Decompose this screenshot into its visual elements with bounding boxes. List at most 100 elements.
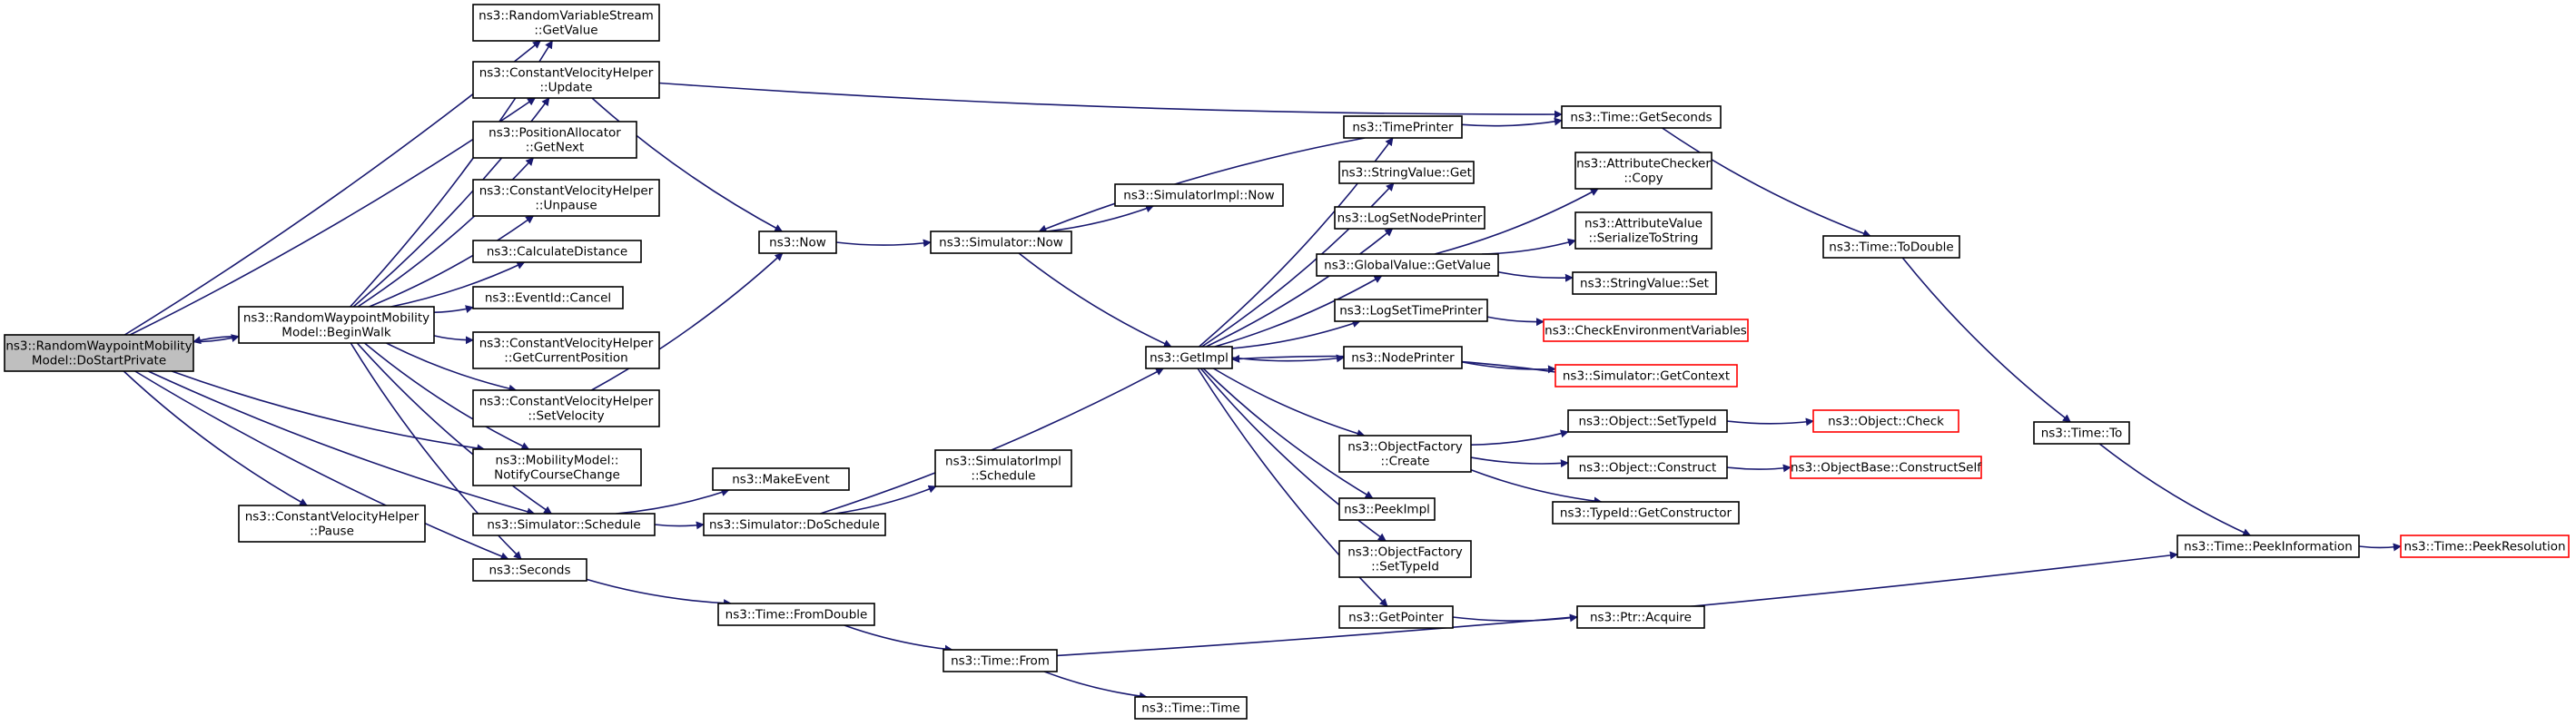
node-box-of-settypeid[interactable] (1338, 540, 1472, 578)
node-box-calcdist[interactable] (472, 240, 642, 263)
node-time-peekinfo[interactable]: ns3::Time::PeekInformation (2176, 535, 2360, 558)
node-ptr-acquire[interactable]: ns3::Ptr::Acquire (1576, 605, 1705, 629)
node-box-ptr-acquire[interactable] (1576, 605, 1705, 629)
node-box-seconds[interactable] (472, 558, 587, 582)
node-sim-getcontext[interactable]: ns3::Simulator::GetContext (1554, 364, 1738, 388)
node-box-obj-construct[interactable] (1567, 456, 1728, 479)
node-av-serialize[interactable]: ns3::AttributeValue::SerializeToString (1574, 211, 1712, 250)
node-stringvalue-set[interactable]: ns3::StringValue::Set (1572, 271, 1717, 295)
node-checkenv[interactable]: ns3::CheckEnvironmentVariables (1543, 319, 1749, 342)
node-box-time-to[interactable] (2033, 421, 2130, 445)
node-time-to[interactable]: ns3::Time::To (2033, 421, 2130, 445)
node-box-sim-schedule[interactable] (472, 513, 656, 536)
node-time-todouble[interactable]: ns3::Time::ToDouble (1822, 235, 1960, 259)
node-box-stringvalue-get[interactable] (1338, 161, 1475, 184)
node-box-getpointer[interactable] (1338, 605, 1454, 629)
node-box-time-peekres[interactable] (2400, 535, 2570, 558)
node-box-simimpl-now[interactable] (1114, 183, 1284, 207)
node-time-from[interactable]: ns3::Time::From (943, 649, 1058, 672)
node-obj-settypeid[interactable]: ns3::Object::SetTypeId (1567, 409, 1728, 433)
node-box-mm-notify[interactable] (472, 448, 642, 486)
node-time-getseconds[interactable]: ns3::Time::GetSeconds (1561, 105, 1722, 129)
node-box-gv-getvalue[interactable] (1316, 253, 1499, 277)
node-getpointer[interactable]: ns3::GetPointer (1338, 605, 1454, 629)
node-sim-schedule[interactable]: ns3::Simulator::Schedule (472, 513, 656, 536)
node-of-create[interactable]: ns3::ObjectFactory::Create (1338, 435, 1472, 473)
node-makeevent[interactable]: ns3::MakeEvent (712, 467, 850, 491)
node-box-cvh-pause[interactable] (238, 505, 426, 543)
node-root[interactable]: ns3::RandomWaypointMobilityModel::DoStar… (4, 334, 194, 372)
node-simimpl-now[interactable]: ns3::SimulatorImpl::Now (1114, 183, 1284, 207)
node-box-timeprinter[interactable] (1343, 115, 1463, 139)
node-box-av-serialize[interactable] (1574, 211, 1712, 250)
node-box-sim-doschedule[interactable] (703, 513, 886, 536)
node-stringvalue-get[interactable]: ns3::StringValue::Get (1338, 161, 1475, 184)
node-fromdouble[interactable]: ns3::Time::FromDouble (717, 603, 875, 626)
node-box-simimpl-schedule[interactable] (934, 449, 1072, 487)
node-time-peekres[interactable]: ns3::Time::PeekResolution (2400, 535, 2570, 558)
node-typeid-getctor[interactable]: ns3::TypeId::GetConstructor (1552, 501, 1740, 525)
node-of-settypeid[interactable]: ns3::ObjectFactory::SetTypeId (1338, 540, 1472, 578)
node-ac-copy[interactable]: ns3::AttributeChecker::Copy (1574, 152, 1712, 190)
node-box-time-from[interactable] (943, 649, 1058, 672)
node-obj-check[interactable]: ns3::Object::Check (1812, 409, 1959, 433)
node-cvh-unpause[interactable]: ns3::ConstantVelocityHelper::Unpause (472, 179, 660, 217)
node-box-posalloc[interactable] (472, 121, 637, 159)
node-box-time-todouble[interactable] (1822, 235, 1960, 259)
node-box-logsettimeprinter[interactable] (1334, 299, 1488, 322)
node-objbase-constructself[interactable]: ns3::ObjectBase::ConstructSelf (1790, 456, 1982, 479)
node-box-cvh-unpause[interactable] (472, 179, 660, 217)
node-box-time-peekinfo[interactable] (2176, 535, 2360, 558)
node-logsettimeprinter[interactable]: ns3::LogSetTimePrinter (1334, 299, 1488, 322)
node-box-logsetnodeprinter[interactable] (1334, 206, 1485, 230)
node-cvh-pause[interactable]: ns3::ConstantVelocityHelper::Pause (238, 505, 426, 543)
node-beginwalk[interactable]: ns3::RandomWaypointMobilityModel::BeginW… (238, 306, 435, 344)
node-logsetnodeprinter[interactable]: ns3::LogSetNodePrinter (1334, 206, 1485, 230)
node-box-obj-settypeid[interactable] (1567, 409, 1728, 433)
node-mm-notify[interactable]: ns3::MobilityModel::NotifyCourseChange (472, 448, 642, 486)
node-box-obj-check[interactable] (1812, 409, 1959, 433)
node-calcdist[interactable]: ns3::CalculateDistance (472, 240, 642, 263)
node-box-ac-copy[interactable] (1574, 152, 1712, 190)
node-box-eventcancel[interactable] (472, 286, 624, 309)
node-gv-getvalue[interactable]: ns3::GlobalValue::GetValue (1316, 253, 1499, 277)
node-cvh-setvel[interactable]: ns3::ConstantVelocityHelper::SetVelocity (472, 389, 660, 427)
node-box-beginwalk[interactable] (238, 306, 435, 344)
node-box-time-getseconds[interactable] (1561, 105, 1722, 129)
node-box-root[interactable] (4, 334, 194, 372)
node-peekimpl[interactable]: ns3::PeekImpl (1338, 497, 1436, 521)
node-sim-doschedule[interactable]: ns3::Simulator::DoSchedule (703, 513, 886, 536)
node-eventcancel[interactable]: ns3::EventId::Cancel (472, 286, 624, 309)
node-box-stringvalue-set[interactable] (1572, 271, 1717, 295)
node-box-peekimpl[interactable] (1338, 497, 1436, 521)
node-simimpl-schedule[interactable]: ns3::SimulatorImpl::Schedule (934, 449, 1072, 487)
node-getimpl[interactable]: ns3::GetImpl (1145, 346, 1233, 369)
node-box-cvh-setvel[interactable] (472, 389, 660, 427)
node-box-cvh-getpos[interactable] (472, 331, 660, 369)
node-posalloc[interactable]: ns3::PositionAllocator::GetNext (472, 121, 637, 159)
node-rvs-getvalue[interactable]: ns3::RandomVariableStream::GetValue (472, 4, 660, 42)
node-now[interactable]: ns3::Now (758, 231, 837, 254)
node-box-objbase-constructself[interactable] (1790, 456, 1982, 479)
node-timeprinter[interactable]: ns3::TimePrinter (1343, 115, 1463, 139)
node-box-of-create[interactable] (1338, 435, 1472, 473)
node-box-checkenv[interactable] (1543, 319, 1749, 342)
node-sim-now[interactable]: ns3::Simulator::Now (930, 231, 1072, 254)
node-box-typeid-getctor[interactable] (1552, 501, 1740, 525)
node-box-makeevent[interactable] (712, 467, 850, 491)
node-box-rvs-getvalue[interactable] (472, 4, 660, 42)
node-obj-construct[interactable]: ns3::Object::Construct (1567, 456, 1728, 479)
node-box-cvh-update[interactable] (472, 61, 660, 99)
node-time-time[interactable]: ns3::Time::Time (1134, 696, 1248, 720)
node-box-getimpl[interactable] (1145, 346, 1233, 369)
node-box-sim-now[interactable] (930, 231, 1072, 254)
node-box-fromdouble[interactable] (717, 603, 875, 626)
node-box-time-time[interactable] (1134, 696, 1248, 720)
node-nodeprinter[interactable]: ns3::NodePrinter (1343, 346, 1463, 369)
node-box-sim-getcontext[interactable] (1554, 364, 1738, 388)
node-box-now[interactable] (758, 231, 837, 254)
node-seconds[interactable]: ns3::Seconds (472, 558, 587, 582)
node-cvh-update[interactable]: ns3::ConstantVelocityHelper::Update (472, 61, 660, 99)
node-cvh-getpos[interactable]: ns3::ConstantVelocityHelper::GetCurrentP… (472, 331, 660, 369)
node-box-nodeprinter[interactable] (1343, 346, 1463, 369)
